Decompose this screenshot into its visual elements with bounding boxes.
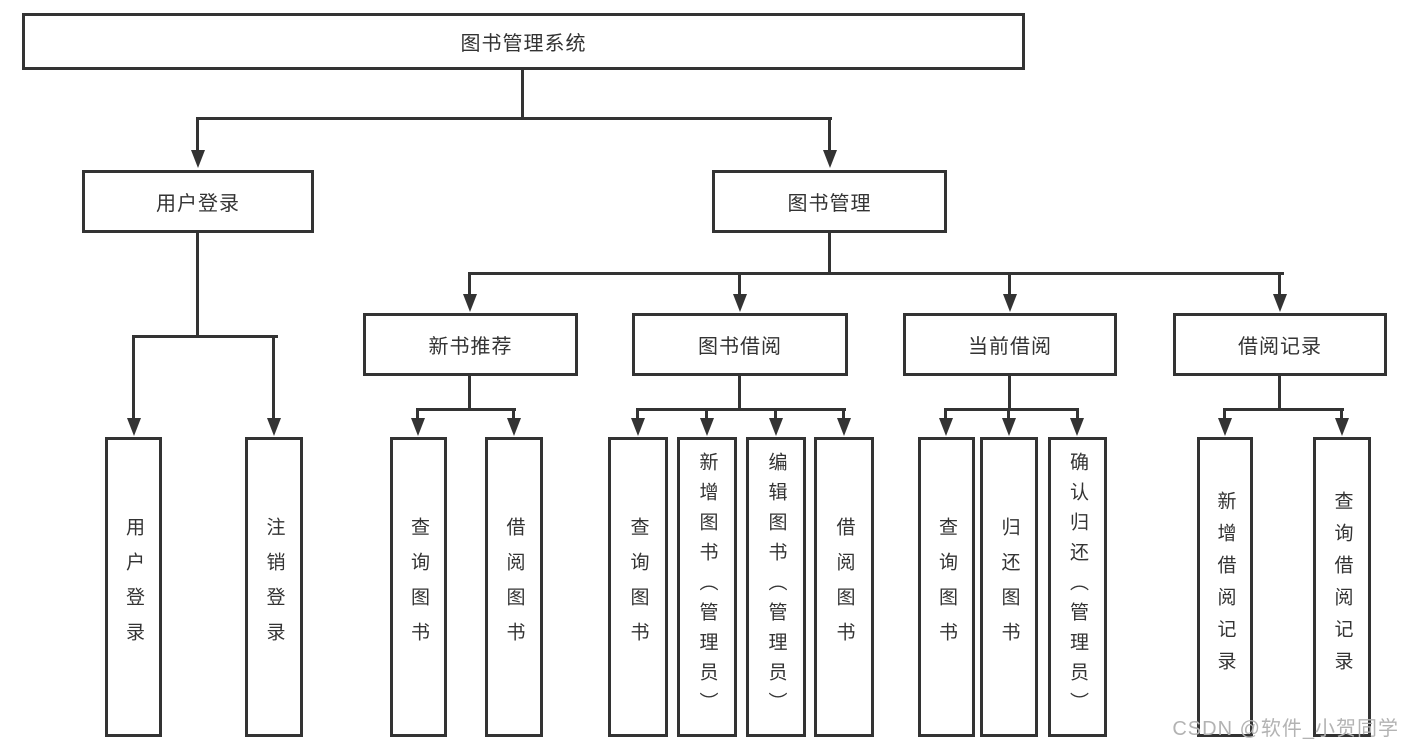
connector-line bbox=[272, 335, 275, 420]
connector-line bbox=[774, 408, 777, 420]
connector-line bbox=[196, 117, 832, 120]
arrowhead-icon bbox=[411, 418, 425, 436]
connector-line bbox=[1007, 408, 1010, 420]
connector-line bbox=[738, 374, 741, 410]
connector-line bbox=[1008, 272, 1011, 296]
connector-line bbox=[132, 335, 278, 338]
node-leaf-borrow-books-1: 借阅图书 bbox=[485, 437, 543, 737]
connector-line bbox=[1223, 408, 1226, 420]
node-leaf-user-login: 用户登录 bbox=[105, 437, 162, 737]
connector-line bbox=[636, 408, 846, 411]
arrowhead-icon bbox=[700, 418, 714, 436]
node-leaf-return-book: 归还图书 bbox=[980, 437, 1038, 737]
connector-line bbox=[132, 335, 135, 420]
connector-line bbox=[944, 408, 1079, 411]
arrowhead-icon bbox=[823, 150, 837, 168]
connector-line bbox=[636, 408, 639, 420]
connector-line bbox=[416, 408, 419, 420]
arrowhead-icon bbox=[1002, 418, 1016, 436]
connector-line bbox=[468, 272, 1284, 275]
connector-line bbox=[1340, 408, 1343, 420]
connector-line bbox=[828, 117, 831, 153]
node-book-borrow: 图书借阅 bbox=[632, 313, 848, 376]
node-current-borrow: 当前借阅 bbox=[903, 313, 1117, 376]
node-leaf-query-borrow-record: 查询借阅记录 bbox=[1313, 437, 1371, 737]
arrowhead-icon bbox=[1003, 294, 1017, 312]
node-user-login: 用户登录 bbox=[82, 170, 314, 233]
connector-line bbox=[842, 408, 845, 420]
node-leaf-add-borrow-record: 新增借阅记录 bbox=[1197, 437, 1253, 737]
node-leaf-logout: 注销登录 bbox=[245, 437, 303, 737]
connector-line bbox=[468, 374, 471, 410]
node-leaf-query-books-3: 查询图书 bbox=[918, 437, 975, 737]
node-leaf-query-books-1: 查询图书 bbox=[390, 437, 447, 737]
connector-line bbox=[468, 272, 471, 296]
node-leaf-add-book-admin: 新增图书（管理员） bbox=[677, 437, 737, 737]
connector-line bbox=[1008, 374, 1011, 410]
node-borrow-records: 借阅记录 bbox=[1173, 313, 1387, 376]
arrowhead-icon bbox=[1070, 418, 1084, 436]
arrowhead-icon bbox=[733, 294, 747, 312]
connector-line bbox=[828, 232, 831, 275]
arrowhead-icon bbox=[463, 294, 477, 312]
node-leaf-edit-book-admin: 编辑图书（管理员） bbox=[746, 437, 806, 737]
csdn-watermark: CSDN @软件_小贺同学 bbox=[1172, 718, 1399, 740]
arrowhead-icon bbox=[769, 418, 783, 436]
connector-line bbox=[944, 408, 947, 420]
connector-line bbox=[196, 232, 199, 337]
connector-line bbox=[1223, 408, 1344, 411]
node-leaf-borrow-books-2: 借阅图书 bbox=[814, 437, 874, 737]
connector-line bbox=[1076, 408, 1079, 420]
connector-line bbox=[1278, 272, 1281, 296]
arrowhead-icon bbox=[1273, 294, 1287, 312]
node-root-library-system: 图书管理系统 bbox=[22, 13, 1025, 70]
arrowhead-icon bbox=[507, 418, 521, 436]
arrowhead-icon bbox=[1218, 418, 1232, 436]
connector-line bbox=[705, 408, 708, 420]
arrowhead-icon bbox=[837, 418, 851, 436]
arrowhead-icon bbox=[127, 418, 141, 436]
connector-line bbox=[521, 67, 524, 119]
connector-line bbox=[738, 272, 741, 296]
arrowhead-icon bbox=[1335, 418, 1349, 436]
arrowhead-icon bbox=[267, 418, 281, 436]
arrowhead-icon bbox=[631, 418, 645, 436]
node-new-book-recommend: 新书推荐 bbox=[363, 313, 578, 376]
arrowhead-icon bbox=[191, 150, 205, 168]
connector-line bbox=[416, 408, 516, 411]
node-leaf-confirm-return-admin: 确认归还（管理员） bbox=[1048, 437, 1107, 737]
connector-line bbox=[1278, 374, 1281, 410]
arrowhead-icon bbox=[939, 418, 953, 436]
node-book-management: 图书管理 bbox=[712, 170, 947, 233]
node-leaf-query-books-2: 查询图书 bbox=[608, 437, 668, 737]
connector-line bbox=[512, 408, 515, 420]
connector-line bbox=[196, 117, 199, 153]
